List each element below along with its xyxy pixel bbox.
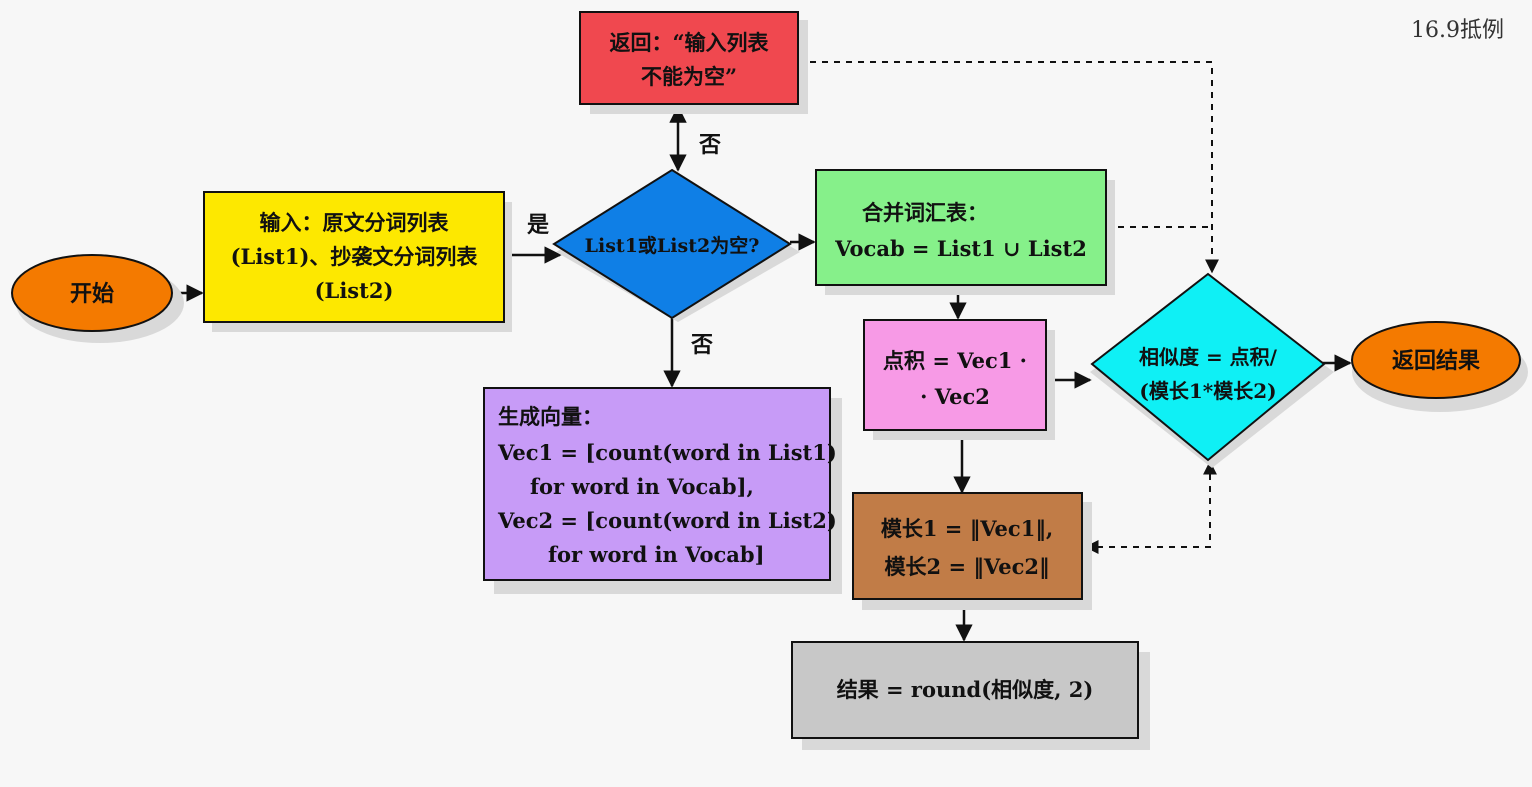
- error-line-1: 返回：“输入列表: [609, 30, 769, 55]
- node-dot: 点积 = Vec1 · · Vec2: [863, 319, 1047, 431]
- norm-line-2: 模长2 = ‖Vec2‖: [885, 554, 1050, 579]
- edge-label-no-up: 否: [698, 132, 721, 158]
- edge-error-to-sim-dashed: [798, 61, 1219, 274]
- sim-line-1: 相似度 = 点积/: [1139, 345, 1278, 369]
- node-error: 返回：“输入列表 不能为空”: [579, 11, 799, 105]
- error-line-2: 不能为空”: [641, 64, 737, 89]
- input-line-2: (List1)、抄袭文分词列表: [231, 244, 479, 269]
- vocab-line-1: 合并词汇表：: [862, 200, 988, 225]
- node-end: 返回结果: [1351, 321, 1521, 399]
- vocab-line-2: Vocab = List1 ∪ List2: [834, 236, 1087, 261]
- result-label: 结果 = round(相似度, 2): [837, 677, 1094, 702]
- dot-line-1: 点积 = Vec1 ·: [883, 348, 1027, 373]
- vectors-line-2: Vec1 = [count(word in List1): [497, 440, 837, 465]
- input-line-1: 输入：原文分词列表: [260, 210, 450, 235]
- end-label: 返回结果: [1392, 348, 1480, 374]
- node-start: 开始: [11, 254, 173, 332]
- shadows: [16, 20, 1528, 750]
- input-line-3: (List2): [315, 278, 394, 303]
- edge-label-yes: 是: [527, 212, 549, 238]
- node-check: List1或List2为空?: [552, 168, 792, 320]
- check-label: List1或List2为空?: [585, 234, 760, 257]
- start-label: 开始: [70, 281, 114, 307]
- node-vocab: 合并词汇表： Vocab = List1 ∪ List2: [815, 169, 1107, 286]
- node-sim: 相似度 = 点积/ (模长1*模长2): [1090, 272, 1326, 462]
- sim-line-2: (模长1*模长2): [1139, 379, 1276, 403]
- corner-label: 16.9抵例: [1411, 18, 1504, 43]
- norm-line-1: 模长1 = ‖Vec1‖,: [881, 516, 1053, 541]
- vectors-line-1: 生成向量：: [498, 404, 603, 429]
- node-norm: 模长1 = ‖Vec1‖, 模长2 = ‖Vec2‖: [852, 492, 1083, 600]
- edge-sim-norm-dashed: [1084, 460, 1217, 554]
- edge-label-no-down: 否: [690, 332, 713, 358]
- vectors-line-4: Vec2 = [count(word in List2): [497, 508, 837, 533]
- node-result: 结果 = round(相似度, 2): [791, 641, 1139, 739]
- vectors-line-5: for word in Vocab]: [548, 542, 765, 567]
- node-vectors: 生成向量： Vec1 = [count(word in List1) for w…: [483, 387, 837, 581]
- dot-line-2: · Vec2: [920, 384, 990, 409]
- vectors-line-3: for word in Vocab],: [530, 474, 754, 499]
- node-input: 输入：原文分词列表 (List1)、抄袭文分词列表 (List2): [203, 191, 505, 323]
